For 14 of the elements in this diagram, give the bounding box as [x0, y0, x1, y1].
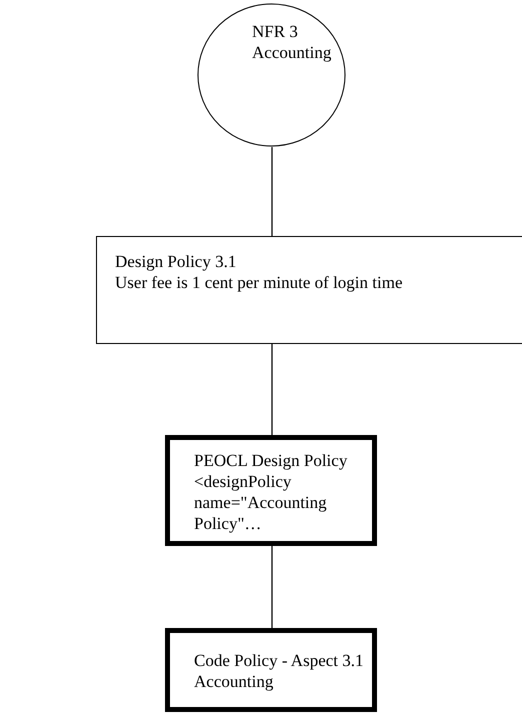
connector-line — [271, 546, 273, 628]
design-policy-box — [96, 236, 522, 344]
node-heading: Code Policy - Aspect 3.1 — [194, 650, 365, 671]
node-heading: Design Policy 3.1 — [115, 251, 238, 272]
requirement-ellipse — [197, 3, 346, 147]
node-text: Accounting — [194, 671, 274, 692]
connector-line — [271, 147, 273, 236]
connector-line — [271, 344, 273, 435]
node-heading: NFR 3 Accounting — [252, 21, 332, 63]
node-text: User fee is 1 cent per minute of login time — [115, 272, 404, 293]
policy-box — [165, 628, 377, 712]
node-heading: PEOCL Design Policy — [194, 450, 348, 471]
node-text: <designPolicy name="Accounting Policy"… — [194, 471, 328, 534]
policy-box — [165, 435, 377, 546]
